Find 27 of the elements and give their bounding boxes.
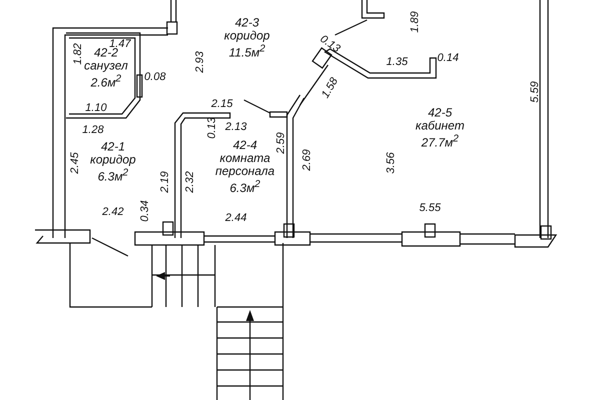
dimension-label: 2.42 <box>102 206 124 218</box>
dimension-label: 2.15 <box>211 98 233 110</box>
dimension-label: 1.89 <box>409 11 421 33</box>
dimension-label: 2.93 <box>194 51 206 73</box>
room-label: 42-3 коридор 11.5м$^{2}$ <box>224 16 270 60</box>
dimension-label: 1.28 <box>82 124 104 136</box>
dimension-label: 2.69 <box>301 149 313 171</box>
room-label: 42-4 комната персонала 6.3м$^{2}$ <box>215 139 275 195</box>
dimension-label: 2.59 <box>275 132 287 154</box>
room-label: 42-5 кабинет 27.7м$^{2}$ <box>416 106 464 150</box>
dimension-label: 1.82 <box>72 43 84 65</box>
room-label: 42-2 санузел 2.6м$^{2}$ <box>84 46 128 90</box>
room-label: 42-1 коридор 6.3м$^{2}$ <box>90 140 136 184</box>
dimension-label: 2.13 <box>225 121 247 133</box>
dimension-label: 1.35 <box>386 56 408 68</box>
dimension-label: 3.56 <box>385 152 397 174</box>
dimension-label: 0.08 <box>144 71 166 83</box>
dimension-label: 5.59 <box>529 81 541 103</box>
dimension-label: 2.44 <box>225 212 247 224</box>
dimension-label: 2.19 <box>159 171 171 193</box>
dimension-label: 2.45 <box>69 152 81 174</box>
dimension-label: 2.32 <box>184 171 196 193</box>
dimension-label: 0.34 <box>139 200 151 222</box>
dimension-label: 1.10 <box>85 102 107 114</box>
dimension-label: 5.55 <box>419 202 441 214</box>
dimension-label: 0.13 <box>318 32 342 56</box>
dimension-label: 0.14 <box>437 52 459 64</box>
